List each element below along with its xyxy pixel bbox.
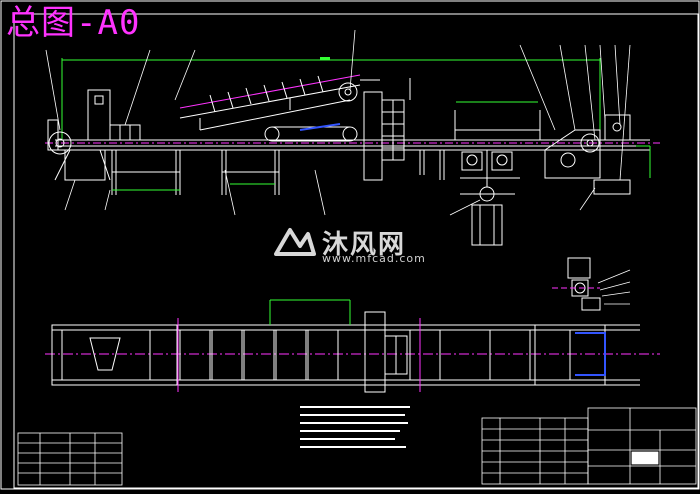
inner-border	[13, 13, 699, 489]
upper-pulley	[338, 82, 358, 102]
leader-lines	[45, 29, 631, 305]
drive-chain	[299, 123, 341, 131]
motor-detail	[552, 257, 601, 311]
right-pulley	[560, 152, 576, 168]
plan-roller-frames	[179, 329, 339, 381]
parts-list-left	[17, 432, 123, 486]
inclined-rollers	[209, 75, 324, 113]
elevation-view	[45, 57, 660, 246]
technical-notes	[300, 406, 410, 448]
inclined-conveyor-upper	[179, 74, 361, 109]
drive-pulley-a	[264, 126, 280, 142]
plan-chain	[575, 332, 606, 376]
mfcad-logo-icon	[274, 228, 316, 256]
right-drive-pulley	[580, 133, 600, 153]
watermark-name: 沐风网	[322, 230, 407, 260]
watermark-url: www.mfcad.com	[322, 252, 426, 265]
left-pulley	[48, 131, 72, 155]
plan-view	[45, 299, 660, 393]
drive-pulley-b	[342, 126, 358, 142]
drawing-title: 总图-A0	[6, 3, 141, 43]
title-block	[481, 407, 697, 485]
